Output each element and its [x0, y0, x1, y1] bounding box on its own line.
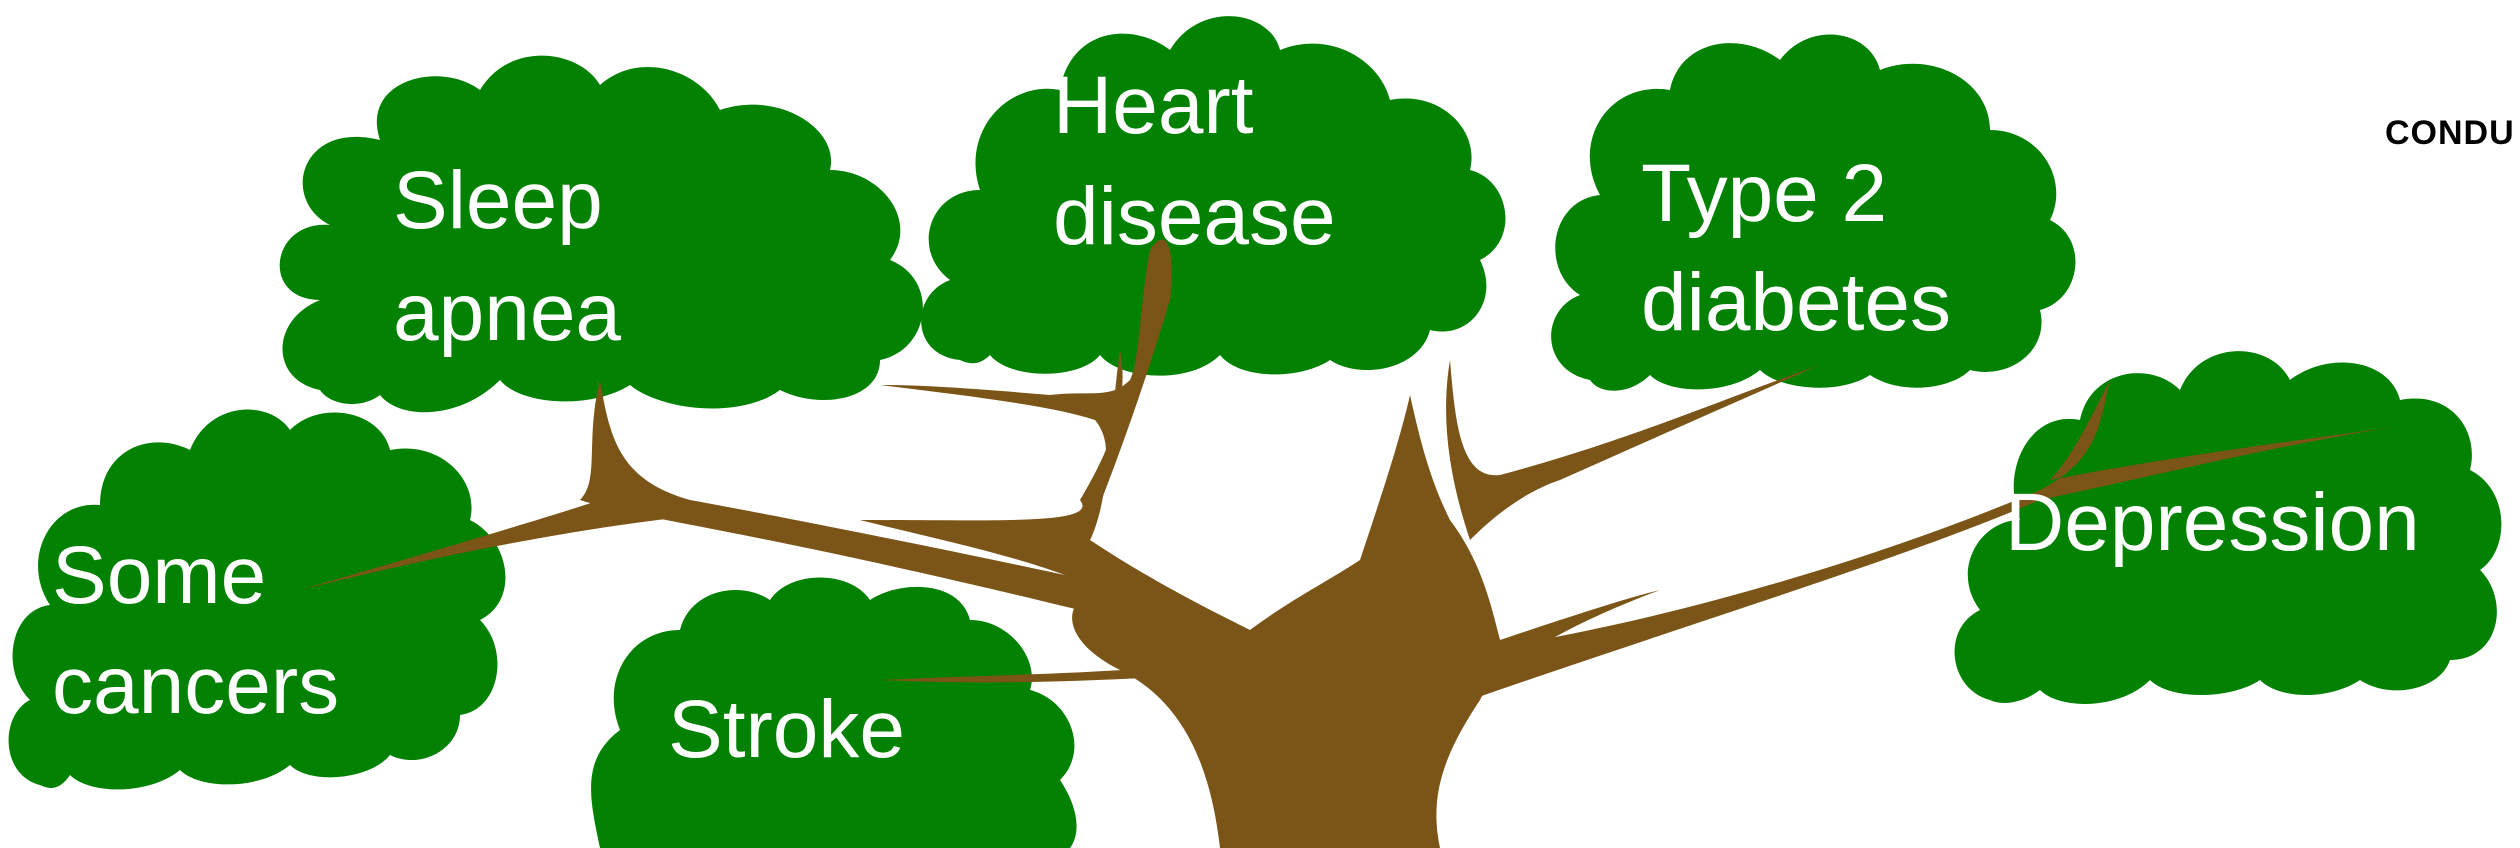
label-stroke-line-1: Stroke: [668, 684, 905, 775]
branch-type2-diabetes: [1446, 360, 1820, 540]
label-some-cancers-line-1: Some: [52, 530, 266, 621]
label-stroke: Stroke: [668, 684, 905, 775]
label-sleep-apnea-line-1: Sleep: [393, 155, 603, 246]
label-sleep-apnea-line-2: apnea: [393, 267, 621, 358]
label-depression-line-1: Depression: [2005, 477, 2420, 568]
label-type2-diabetes-line-1: Type 2: [1641, 148, 1887, 239]
label-depression: Depression: [2005, 477, 2420, 568]
label-some-cancers-line-2: cancers: [52, 640, 339, 731]
label-type2-diabetes-line-2: diabetes: [1641, 257, 1951, 348]
label-heart-disease-line-1: Heart: [1053, 60, 1254, 151]
label-heart-disease-line-2: disease: [1053, 171, 1336, 262]
brand-wordmark: CONDU: [2385, 114, 2515, 152]
